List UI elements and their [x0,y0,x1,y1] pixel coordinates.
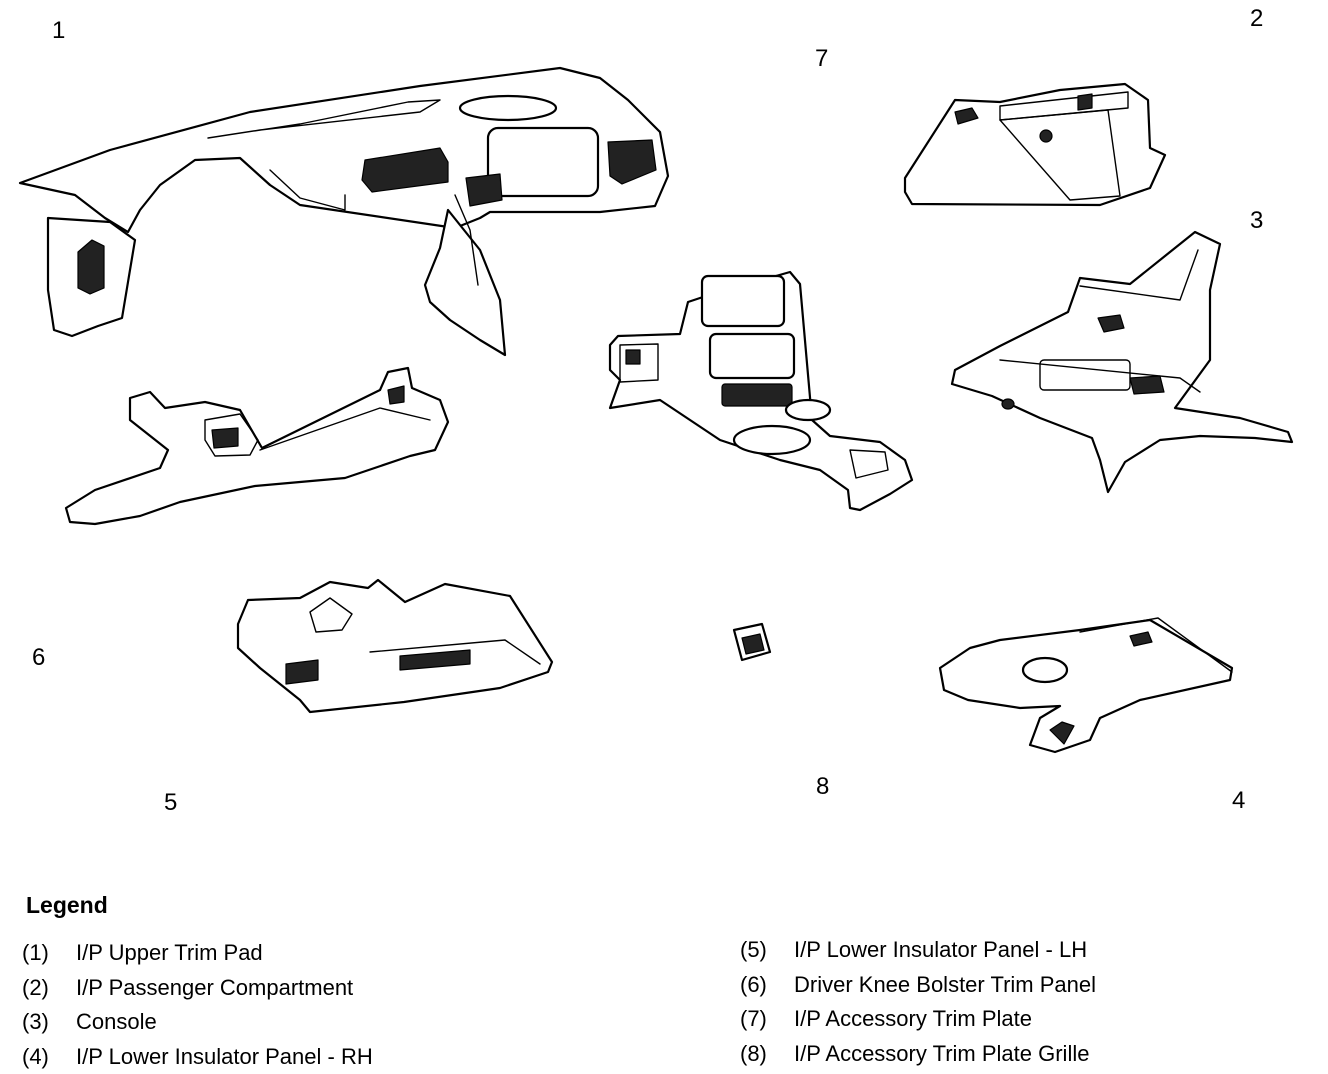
part-6-knee-bolster [64,366,450,526]
leader-line-5 [186,702,284,784]
legend-item: (7) I/P Accessory Trim Plate [740,1002,1096,1037]
legend-item: (3) Console [22,1005,373,1040]
legend-title: Legend [26,892,108,918]
callout-2: 2 [1250,5,1263,32]
legend-item: (8) I/P Accessory Trim Plate Grille [740,1037,1096,1072]
part-2-passenger-compartment [903,82,1167,207]
leader-line-4 [1162,702,1232,784]
part-3-console [950,230,1294,494]
legend-item-label: Driver Knee Bolster Trim Panel [794,971,1096,997]
legend-item-number: (3) [22,1009,49,1035]
legend-item-label: I/P Accessory Trim Plate Grille [794,1040,1090,1066]
legend-item-number: (2) [22,974,49,1000]
part-7-accessory-trim-plate [608,270,914,512]
legend-item-number: (4) [22,1043,49,1069]
callout-5: 5 [164,789,177,816]
legend-item-label: I/P Accessory Trim Plate [794,1006,1033,1032]
part-1-upper-trim-pad [18,66,670,357]
legend-item: (2) I/P Passenger Compartment [22,971,373,1006]
callout-7: 7 [815,45,828,72]
callout-1: 1 [52,17,65,44]
legend-item-number: (7) [740,1006,767,1032]
part-8-accessory-grille [732,622,772,662]
callout-numbers: 1 2 3 4 5 6 7 8 [32,5,1263,816]
callout-6: 6 [32,644,45,671]
legend-item-label: I/P Passenger Compartment [76,974,354,1000]
legend-item-label: Console [76,1009,157,1035]
leader-line-2 [1150,24,1248,92]
part-5-lower-insulator-lh [236,578,554,714]
legend-item: (4) I/P Lower Insulator Panel - RH [22,1040,373,1074]
legend-item: (6) Driver Knee Bolster Trim Panel [740,968,1096,1003]
callout-3: 3 [1250,207,1263,234]
leader-line-7 [788,72,824,270]
leader-line-8 [756,656,818,770]
legend-item-number: (5) [740,937,767,963]
leader-line-1 [68,40,124,134]
legend-item-number: (6) [740,971,767,997]
legend-item-number: (1) [22,940,49,966]
legend-column-right: (5) I/P Lower Insulator Panel - LH (6) D… [740,933,1096,1071]
part-4-lower-insulator-rh [938,617,1234,754]
legend-item-label: I/P Upper Trim Pad [76,940,263,966]
legend-item: (1) I/P Upper Trim Pad [22,936,373,971]
legend-item-label: I/P Lower Insulator Panel - LH [794,937,1088,963]
legend-column-left: (1) I/P Upper Trim Pad (2) I/P Passenger… [22,936,373,1074]
diagram-canvas: 1 2 3 4 5 6 7 8 [18,5,1294,816]
callout-4: 4 [1232,787,1245,814]
callout-8: 8 [816,773,829,800]
legend-item-number: (8) [740,1040,767,1066]
legend-item-label: I/P Lower Insulator Panel - RH [76,1043,373,1069]
leader-line-6 [50,514,162,636]
legend-item: (5) I/P Lower Insulator Panel - LH [740,933,1096,968]
